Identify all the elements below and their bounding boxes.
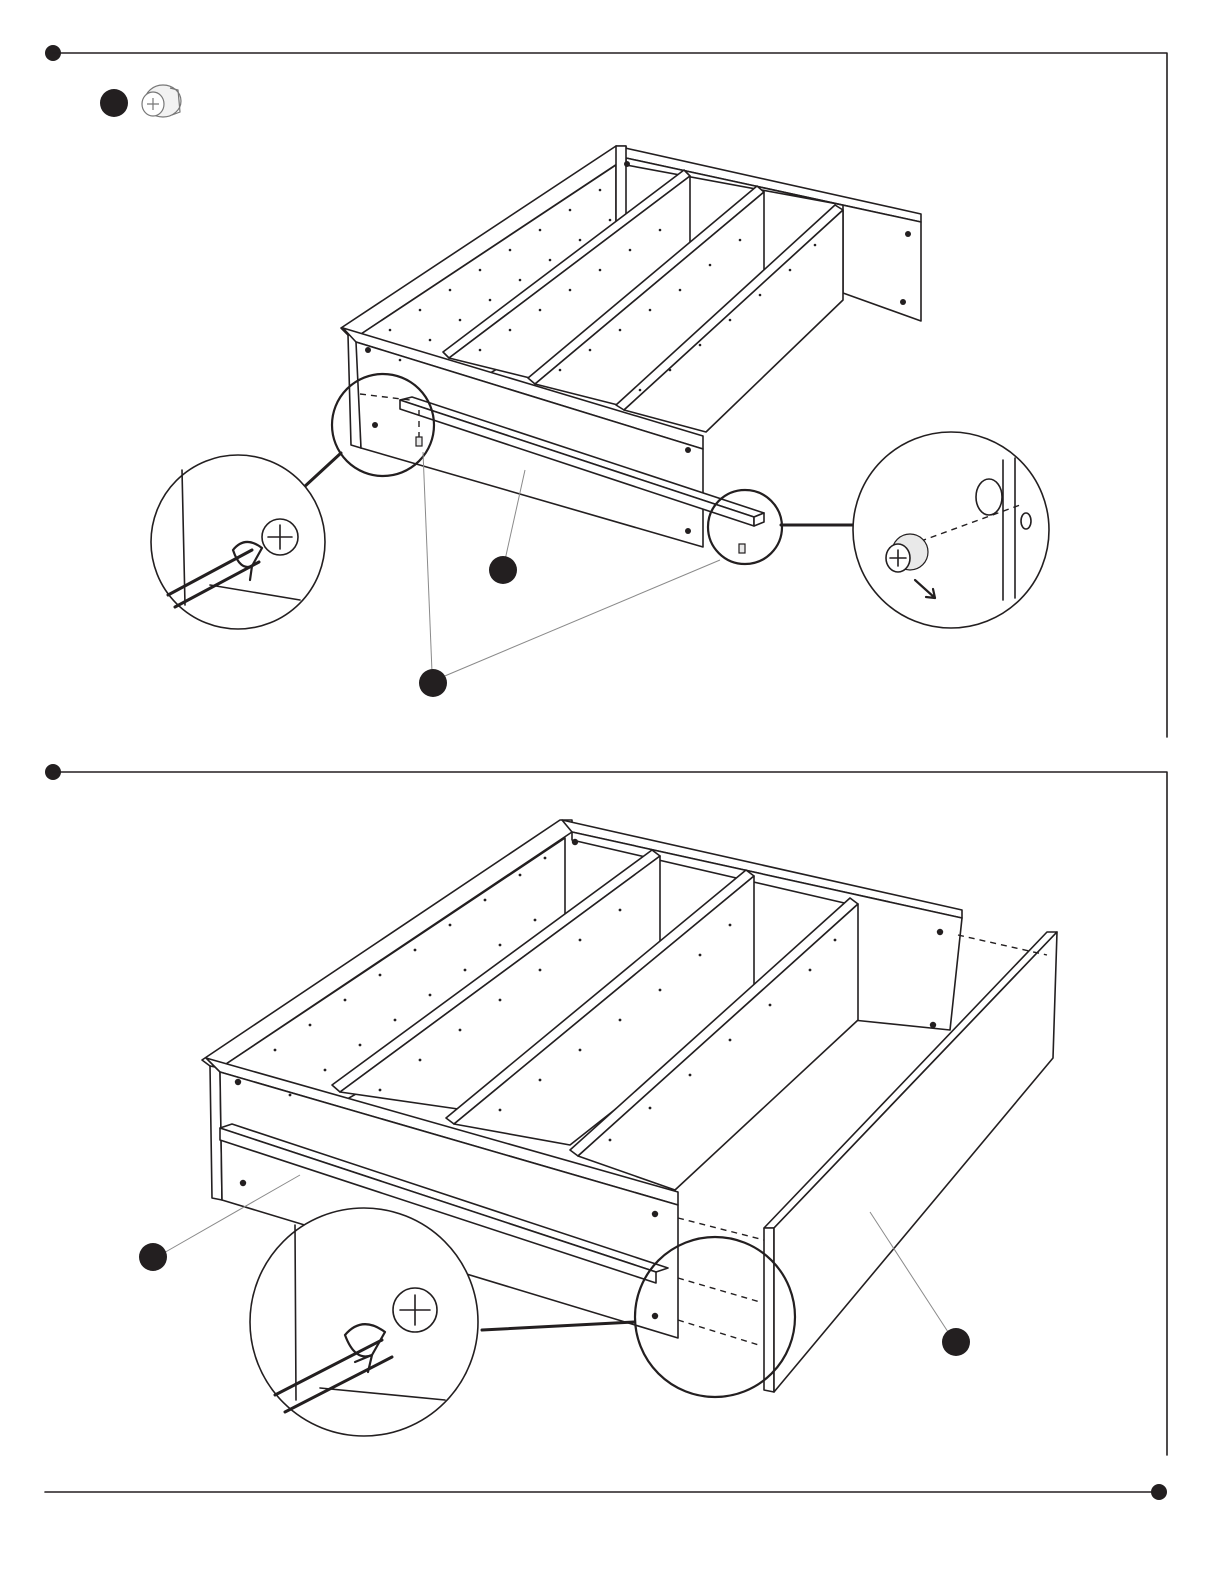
page-footer-rule [45,1484,1167,1500]
step-1-zoom-cam-lock [708,432,1049,628]
part-label-badge [100,89,128,117]
part-callout-badge [139,1243,167,1271]
step-1-drawer-frame-drawing [341,146,921,553]
hardware-legend [100,85,181,117]
cam-lock-fastener-icon [142,85,181,117]
part-callout-badge [419,669,447,697]
part-callout-badge [489,556,517,584]
part-callout-badge [942,1328,970,1356]
step-marker-dot-icon [1151,1484,1167,1500]
